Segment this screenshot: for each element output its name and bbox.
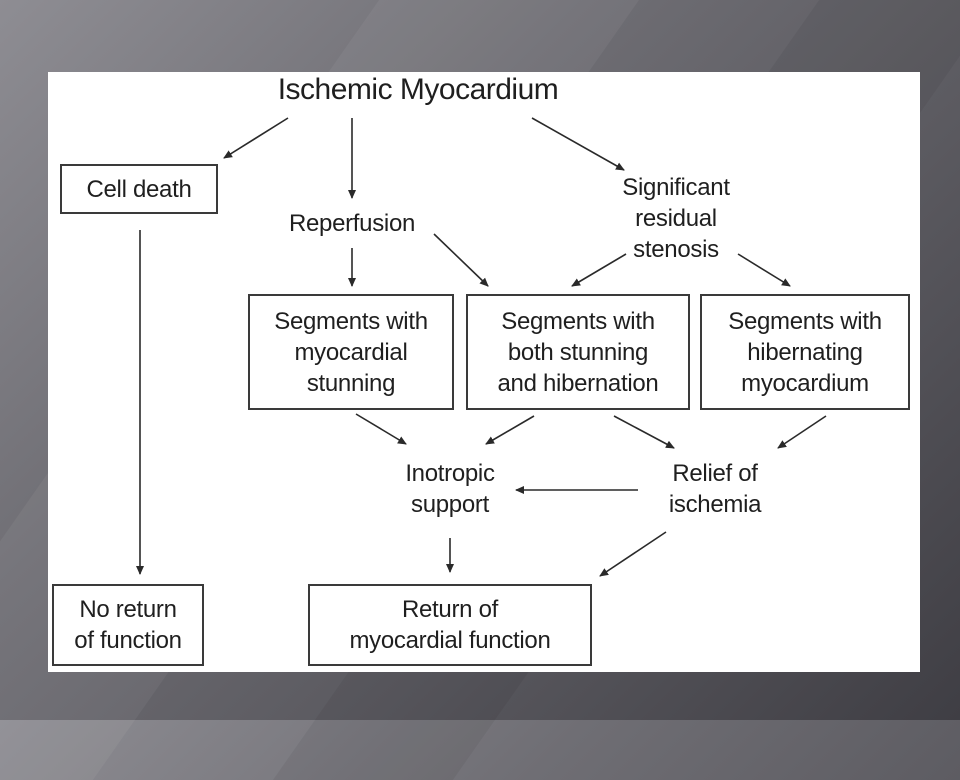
node-significant-residual-stenosis: Significant residual stenosis	[622, 174, 730, 263]
node-cell-death: Cell death	[60, 164, 218, 214]
node-relief-of-ischemia: Relief of ischemia	[668, 460, 762, 518]
arrow-both-to-inotropic	[485, 415, 535, 445]
node-no-return-of-function: No return of function	[52, 584, 204, 666]
arrow-title-to-stenosis	[531, 117, 625, 171]
node-reperfusion: Reperfusion	[288, 210, 416, 237]
arrow-both-to-relief	[613, 415, 675, 449]
arrow-title-to-cell-death	[223, 117, 289, 159]
arrow-stenosis-to-hibernating	[737, 253, 791, 287]
node-return-of-myocardial-function: Return of myocardial function	[308, 584, 592, 666]
title-ischemic-myocardium: Ischemic Myocardium	[277, 73, 559, 106]
node-segments-both: Segments with both stunning and hibernat…	[466, 294, 690, 410]
arrow-stunning-to-inotropic	[355, 413, 407, 445]
arrow-stenosis-to-both	[571, 253, 627, 287]
connector-layer	[136, 117, 827, 577]
node-segments-hibernating: Segments with hibernating myocardium	[700, 294, 910, 410]
arrow-hibernating-to-relief	[777, 415, 827, 449]
node-segments-stunning: Segments with myocardial stunning	[248, 294, 454, 410]
arrow-relief-to-return	[599, 531, 667, 577]
arrow-reperfusion-to-both	[433, 233, 489, 287]
node-inotropic-support: Inotropic support	[405, 460, 495, 518]
slide-canvas: Ischemic Myocardium Cell death Reperfusi…	[48, 72, 920, 672]
